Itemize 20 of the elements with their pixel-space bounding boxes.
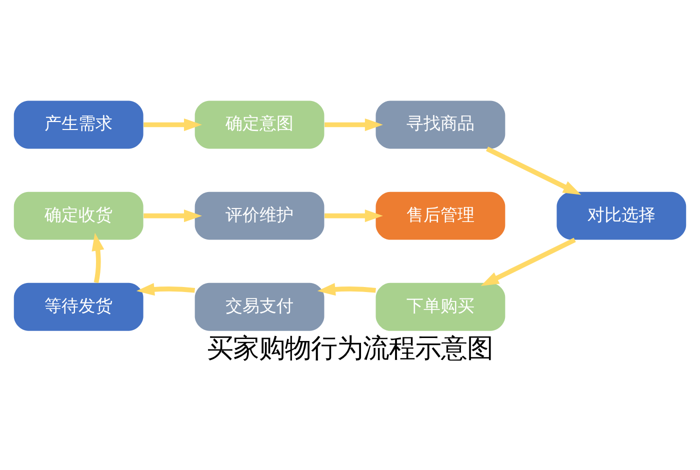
arrow (144, 210, 202, 222)
node-box: 等待发货 (14, 282, 144, 331)
arrow (480, 238, 576, 286)
node-box: 确定收货 (14, 192, 144, 240)
caption: 买家购物行为流程示意图 (207, 334, 493, 364)
arrow (324, 210, 383, 222)
node-box: 寻找商品 (376, 100, 506, 149)
arrow (317, 283, 376, 296)
arrow (486, 146, 582, 195)
arrow (92, 232, 104, 284)
node-box: 评价维护 (194, 192, 324, 240)
node-box: 对比选择 (556, 192, 686, 240)
node-box: 产生需求 (14, 100, 144, 149)
node-box: 售后管理 (376, 192, 506, 240)
node-box: 下单购买 (376, 282, 506, 331)
arrow (324, 118, 383, 132)
arrow (136, 283, 196, 296)
arrow (144, 118, 202, 132)
node-box: 确定意图 (194, 100, 324, 149)
node-box: 交易支付 (194, 282, 324, 331)
